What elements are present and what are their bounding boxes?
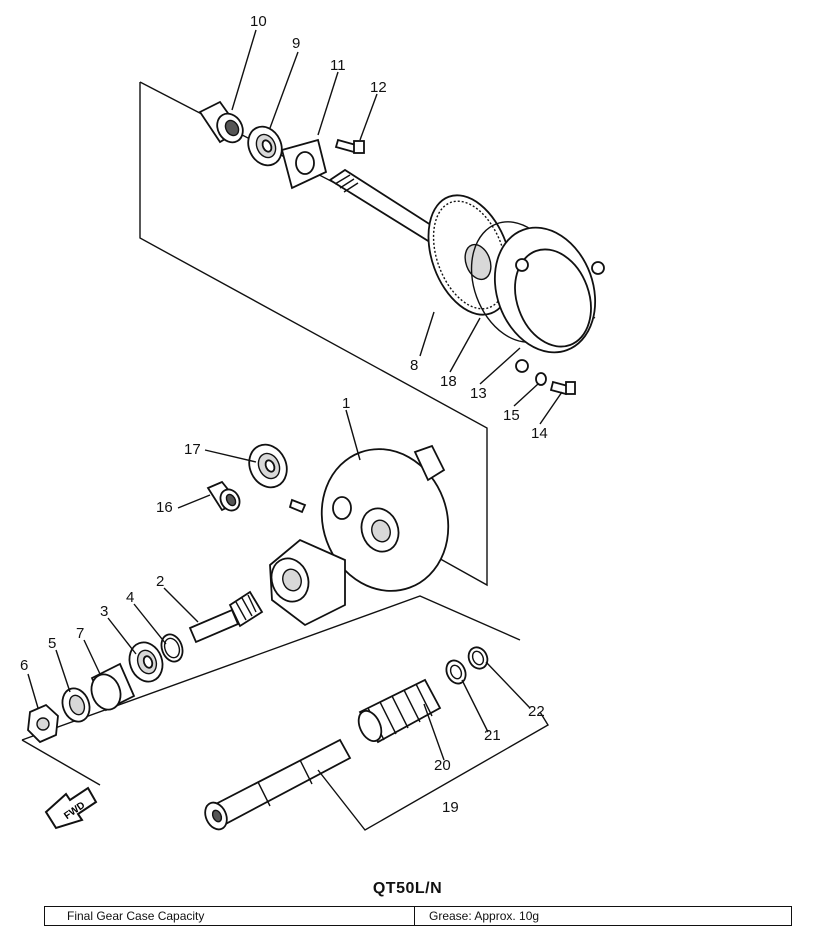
spec-label: Final Gear Case Capacity [45, 907, 415, 925]
callout-19: 19 [442, 799, 459, 816]
callout-4: 4 [126, 589, 134, 606]
part-17-bearing [248, 443, 288, 489]
callout-11: 11 [330, 57, 346, 74]
part-4-shim [160, 633, 184, 663]
part-22-washer [467, 646, 489, 670]
callout-2: 2 [156, 573, 164, 590]
part-10-collar [198, 100, 244, 144]
callout-7: 7 [76, 625, 84, 642]
callout-12: 12 [370, 79, 387, 96]
model-title: QT50L/N [372, 880, 443, 897]
callout-21: 21 [484, 727, 501, 744]
callout-13: 13 [470, 385, 487, 402]
callout-14: 14 [531, 425, 548, 442]
callout-17: 17 [184, 441, 201, 458]
part-3-bearing [128, 641, 164, 683]
callout-1: 1 [342, 395, 350, 412]
spec-table: Final Gear Case Capacity Grease: Approx.… [44, 906, 792, 926]
callout-10: 10 [250, 13, 267, 30]
part-2-pinion [188, 590, 264, 644]
callout-5: 5 [48, 635, 56, 652]
part-7-sleeve [90, 662, 136, 712]
part-1-gear-case [269, 444, 450, 627]
part-11-seal-plate [280, 138, 328, 190]
part-9-bearing [247, 125, 283, 167]
part-21-washer [445, 659, 467, 685]
callout-8: 8 [410, 357, 418, 374]
callout-6: 6 [20, 657, 28, 674]
part-20-spring [357, 678, 442, 744]
callout-16: 16 [156, 499, 173, 516]
callout-20: 20 [434, 757, 451, 774]
callout-3: 3 [100, 603, 108, 620]
part-6-nut [27, 703, 59, 744]
part-13-cover [493, 226, 605, 373]
spec-value: Grease: Approx. 10g [429, 909, 540, 923]
part-14-bolt [549, 380, 576, 396]
callout-22: 22 [528, 703, 545, 720]
part-16-collar [206, 480, 241, 512]
callout-labels: 10 9 11 12 8 18 13 15 14 1 17 16 2 4 3 7… [20, 13, 548, 816]
leader-lines [27, 29, 563, 761]
part-5-bearing [61, 687, 91, 723]
callout-18: 18 [440, 373, 457, 390]
callout-15: 15 [503, 407, 520, 424]
lower-assembly-outline [21, 595, 521, 786]
part-12-bolt [334, 138, 365, 154]
part-19-shaft [204, 738, 352, 831]
part-19-bracket [317, 711, 549, 831]
callout-9: 9 [292, 35, 300, 52]
fwd-arrow: FWD [44, 786, 98, 830]
part-8-shaft-gear [328, 168, 513, 316]
part-15-washer [535, 372, 547, 386]
